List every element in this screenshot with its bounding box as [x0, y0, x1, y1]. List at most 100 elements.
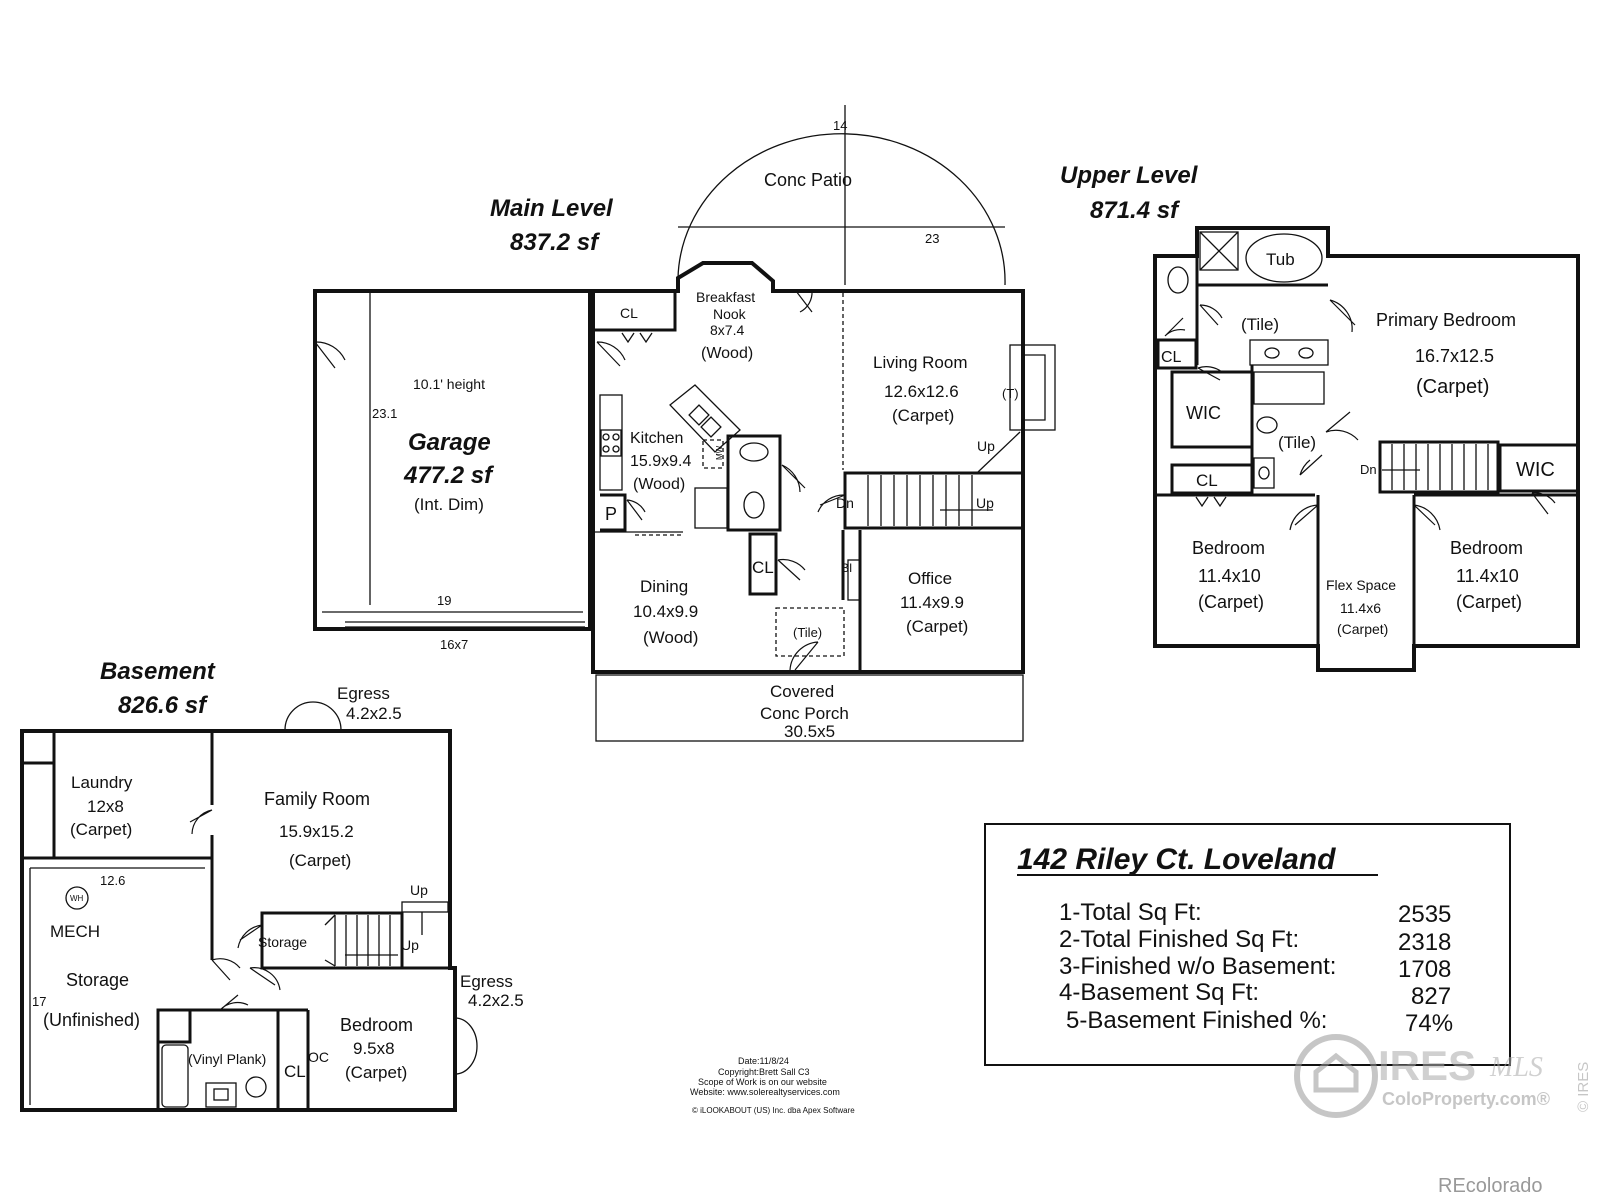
kitchen-counter — [599, 394, 623, 491]
basement-corner-box — [20, 729, 56, 765]
upper-wic-1-label: WIC — [1186, 403, 1221, 423]
basement-oc-label: OC — [308, 1049, 329, 1065]
tub-label: Tub — [1266, 250, 1295, 269]
flex-space-label: Flex Space — [1326, 577, 1396, 593]
double-vanity — [1249, 339, 1329, 366]
porch-outline — [595, 674, 1024, 742]
mech-label: MECH — [50, 922, 100, 941]
living-dim: 12.6x12.6 — [884, 382, 959, 401]
primary-bedroom-floor: (Carpet) — [1416, 376, 1489, 398]
basement-bath-floor: (Vinyl Plank) — [188, 1051, 266, 1067]
garage-door-size: 16x7 — [440, 637, 468, 652]
upper-stair-treads — [1391, 444, 1489, 490]
stairs-dn: Dn — [836, 495, 854, 511]
main-stairs — [843, 471, 1025, 530]
nook-floor: (Wood) — [701, 345, 753, 362]
basement-bedroom-label: Bedroom — [340, 1015, 413, 1035]
kitchen-dim: 15.9x9.4 — [630, 453, 691, 470]
summary-row-2-value: 2318 — [1398, 929, 1451, 956]
upper-closet-1 — [1156, 338, 1198, 370]
bedroom-1-label: Bedroom — [1192, 538, 1265, 558]
office-dim: 11.4x9.9 — [900, 593, 964, 612]
bedroom-1-floor: (Carpet) — [1198, 592, 1264, 612]
flex-space-dim: 11.4x6 — [1340, 600, 1381, 616]
summary-row-1-value: 2535 — [1398, 901, 1451, 928]
kitchen-island-sink-icon — [669, 384, 741, 453]
basement-stair-treads — [324, 914, 391, 967]
patio-door — [795, 290, 813, 313]
upper-level-title: Upper Level — [1060, 162, 1199, 189]
ires-logo-text: IRES — [1378, 1042, 1476, 1089]
living-floor: (Carpet) — [892, 406, 954, 425]
laundry-floor: (Carpet) — [70, 820, 132, 839]
summary-row-5-value: 74% — [1405, 1010, 1453, 1037]
summary-row-1-label: 1-Total Sq Ft: — [1059, 899, 1202, 926]
office-label: Office — [908, 569, 952, 588]
egress-2-well — [454, 1017, 478, 1075]
pantry-walls — [600, 493, 627, 532]
stove-icon — [600, 429, 622, 457]
family-room-label: Family Room — [264, 789, 370, 809]
egress-1-dim: 4.2x2.5 — [346, 704, 402, 723]
living-label: Living Room — [873, 353, 968, 372]
hall-toilet-icon — [1256, 416, 1278, 434]
main-house-walls — [591, 261, 1025, 674]
storage-dim-h: 12.6 — [100, 873, 125, 888]
water-heater-label: WH — [70, 894, 84, 903]
entry-tile — [775, 607, 845, 657]
front-door — [789, 641, 819, 671]
basement-sink — [205, 1082, 237, 1108]
basement-tub — [161, 1044, 189, 1108]
nook-label-2: Nook — [713, 306, 747, 322]
main-level: Conc Patio 14 23 Main Level 837.2 sf 10.… — [313, 105, 1056, 742]
porch-dim: 30.5x5 — [784, 722, 835, 741]
shower-icon — [1199, 231, 1239, 271]
coloproperty-text: ColoProperty.com® — [1382, 1089, 1550, 1109]
storage-dim-v: 17 — [32, 994, 46, 1009]
garage-side-door — [314, 341, 346, 369]
summary-row-5-label: 5-Basement Finished %: — [1066, 1007, 1327, 1034]
pantry-label: P — [605, 504, 617, 524]
main-level-area: 837.2 sf — [510, 229, 600, 256]
bedroom-2-label: Bedroom — [1450, 538, 1523, 558]
microwave-label: MW — [715, 445, 724, 460]
summary-row-3-value: 1708 — [1398, 956, 1451, 983]
patio-dim-h: 23 — [925, 231, 939, 246]
sink-icon — [739, 442, 769, 462]
garage-walls — [313, 289, 592, 631]
entry-tile-label: (Tile) — [793, 625, 822, 640]
porch-label-1: Covered — [770, 682, 834, 701]
storage-label: Storage — [66, 970, 129, 990]
credit-scope: Scope of Work is on our website — [698, 1077, 827, 1087]
credit-copyright: Copyright:Brett Sall C3 — [718, 1067, 810, 1077]
powder-bath-walls — [726, 434, 782, 532]
office-floor: (Carpet) — [906, 617, 968, 636]
credit-website: Website: www.solerealtyservices.com — [690, 1087, 840, 1097]
flex-space-floor: (Carpet) — [1337, 621, 1388, 637]
garage-label: Garage — [408, 429, 491, 456]
laundry-dim: 12x8 — [87, 797, 124, 816]
basement-storage-2: Storage — [258, 934, 307, 950]
closet-mid-label: CL — [752, 558, 774, 577]
nook-label-1: Breakfast — [696, 289, 755, 305]
basement-bedroom-dim: 9.5x8 — [353, 1039, 395, 1058]
fridge — [694, 487, 728, 529]
dining-floor: (Wood) — [643, 628, 698, 647]
primary-door — [1329, 299, 1356, 333]
primary-bath-tile: (Tile) — [1241, 315, 1279, 334]
summary-frame — [984, 823, 1511, 1066]
basement-area: 826.6 sf — [118, 692, 208, 719]
egress-1-well — [284, 701, 342, 731]
basement-level: Basement 826.6 sf Egress 4.2x2.5 Laundry… — [20, 658, 524, 1112]
egress-2-dim: 4.2x2.5 — [468, 991, 524, 1010]
ires-logo-ring — [1294, 1034, 1378, 1118]
basement-bedroom-floor: (Carpet) — [345, 1063, 407, 1082]
dining-label: Dining — [640, 577, 688, 596]
garage-dim-v: 23.1 — [372, 406, 397, 421]
basement-bath-walls — [156, 1008, 280, 1112]
upper-level-area: 871.4 sf — [1090, 197, 1180, 224]
property-address: 142 Riley Ct. Loveland — [1017, 843, 1336, 876]
kitchen-floor: (Wood) — [633, 476, 685, 493]
garage-note: (Int. Dim) — [414, 495, 484, 514]
